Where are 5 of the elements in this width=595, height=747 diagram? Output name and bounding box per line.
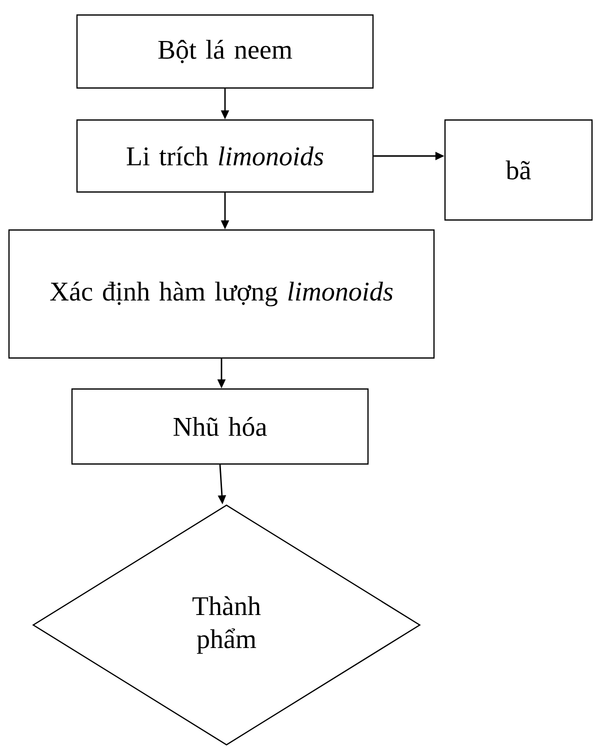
process-box: Li trích limonoids bbox=[76, 119, 374, 193]
process-box: bã bbox=[444, 119, 593, 221]
process-box: Bột lá neem bbox=[76, 14, 374, 89]
process-box: Nhũ hóa bbox=[71, 388, 369, 465]
process-box: Xác định hàm lượng limonoids bbox=[8, 229, 435, 359]
